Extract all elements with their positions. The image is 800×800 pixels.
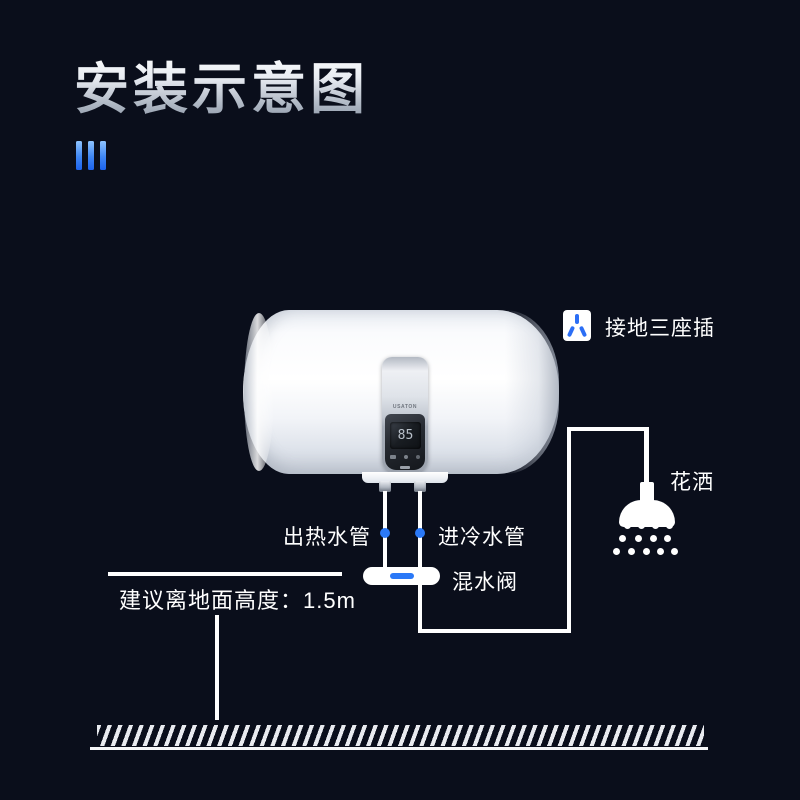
cold-water-pipe-lower — [418, 584, 422, 632]
shower-label: 花洒 — [670, 471, 714, 494]
spray-dot-icon — [666, 522, 673, 529]
accent-bar — [100, 141, 106, 170]
spray-dot-icon — [652, 522, 659, 529]
spray-dot-icon — [619, 535, 626, 542]
spray-dot-icon — [624, 522, 631, 529]
cold-pipe-marker — [415, 528, 425, 538]
panel-button-icon — [390, 455, 396, 459]
shower-head-icon — [640, 482, 654, 504]
pipe-top-run — [567, 427, 649, 431]
heater-bottom-plate — [362, 472, 448, 483]
socket-prong-icon — [566, 325, 576, 338]
socket-prong-icon — [575, 314, 579, 324]
ground-line — [90, 747, 708, 750]
panel-buttons — [390, 455, 420, 459]
temperature-display: 85 — [390, 422, 421, 449]
spray-dot-icon — [613, 548, 620, 555]
socket-prong-icon — [578, 325, 588, 338]
panel-button-icon — [416, 455, 420, 459]
spray-dot-icon — [628, 548, 635, 555]
mixing-valve — [363, 567, 440, 585]
spray-dot-icon — [638, 522, 645, 529]
height-dimension-drop-line — [215, 615, 219, 720]
spray-dot-icon — [643, 548, 650, 555]
grounded-socket-icon — [563, 310, 591, 341]
hot-outlet-connector — [379, 481, 391, 492]
socket-label: 接地三座插 — [605, 317, 715, 340]
cold-pipe-label: 进冷水管 — [438, 526, 526, 549]
height-dimension-line — [108, 572, 342, 576]
pipe-bottom-run — [418, 629, 571, 633]
spray-dot-icon — [650, 535, 657, 542]
hot-pipe-marker — [380, 528, 390, 538]
spray-dot-icon — [635, 535, 642, 542]
panel-button-icon — [404, 455, 408, 459]
cold-inlet-connector — [414, 481, 426, 492]
spray-dot-icon — [664, 535, 671, 542]
page-title: 安装示意图 — [74, 44, 369, 124]
mixing-valve-label: 混水阀 — [452, 571, 518, 594]
title-accent-bars-icon — [76, 141, 106, 170]
shower-hose — [644, 430, 649, 484]
spray-dot-icon — [671, 548, 678, 555]
control-panel-face: 85 — [385, 414, 425, 470]
brand-label: USATON — [392, 404, 418, 410]
pipe-riser — [567, 427, 571, 633]
valve-handle-icon — [390, 573, 414, 579]
hot-pipe-label: 出热水管 — [283, 526, 371, 549]
spray-dot-icon — [657, 548, 664, 555]
height-note-label: 建议离地面高度：1.5m — [119, 588, 356, 613]
ground-hatching — [97, 725, 704, 746]
accent-bar — [88, 141, 94, 170]
control-panel: USATON 85 — [382, 357, 428, 473]
accent-bar — [76, 141, 82, 170]
panel-button-icon — [400, 466, 410, 469]
